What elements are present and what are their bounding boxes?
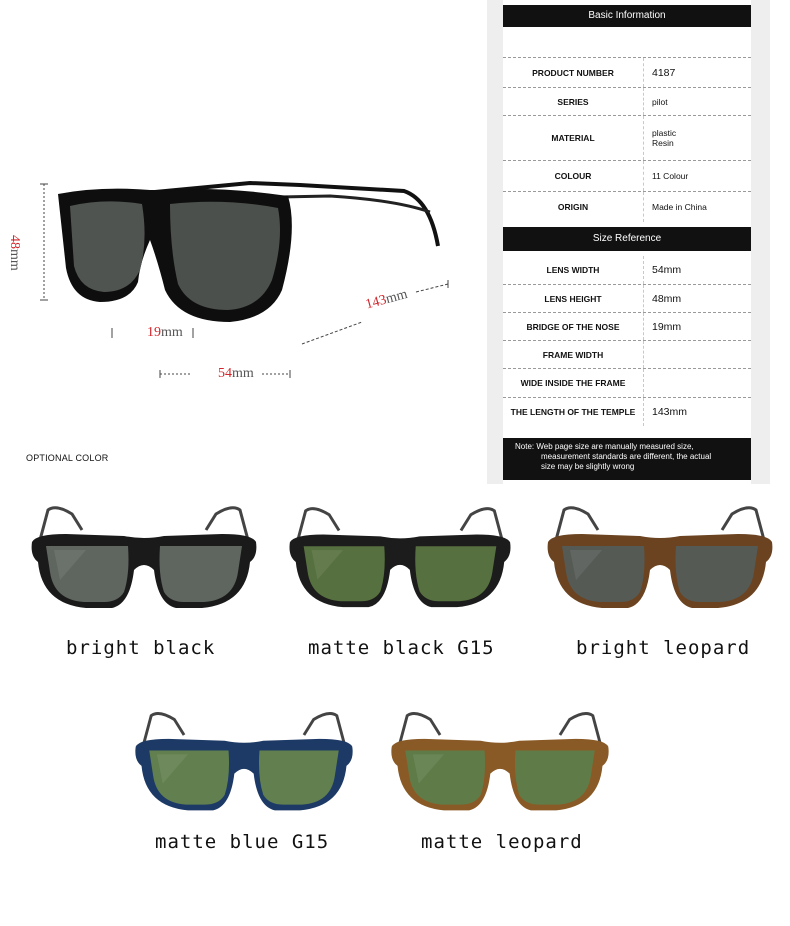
row-label: COLOUR [554, 171, 592, 181]
basic-info-table: PRODUCT NUMBER 4187 SERIES pilot MATERIA… [503, 57, 751, 222]
row-label: WIDE INSIDE THE FRAME [520, 378, 626, 388]
row-value [643, 369, 751, 397]
bridge-dimension-label: 19mm [147, 325, 183, 340]
table-row: COLOUR 11 Colour [503, 161, 751, 192]
row-label: MATERIAL [551, 133, 595, 143]
right-temple [204, 506, 250, 541]
size-reference-header: Size Reference [503, 227, 751, 251]
left-temple [296, 507, 341, 541]
table-row: MATERIAL plastic Resin [503, 116, 751, 161]
lens-glare [413, 754, 444, 784]
left-lens [303, 546, 385, 602]
table-row: THE LENGTH OF THE TEMPLE 143mm [503, 398, 751, 426]
right-lens [159, 546, 242, 602]
table-row: LENS HEIGHT 48mm [503, 285, 751, 313]
lens-dimension-label: 54mm [218, 366, 254, 381]
right-temple [302, 712, 346, 746]
lens-glare [157, 754, 188, 784]
color-option-matte-leopard[interactable] [382, 706, 618, 822]
row-label: SERIES [557, 96, 589, 107]
right-lens [258, 750, 339, 805]
table-row: PRODUCT NUMBER 4187 [503, 58, 751, 88]
color-label: matte blue G15 [155, 831, 330, 853]
color-option-bright-leopard[interactable] [540, 500, 780, 620]
right-temple [459, 507, 504, 541]
row-value: plastic Resin [643, 116, 751, 160]
table-row: FRAME WIDTH [503, 341, 751, 369]
lens-glare [570, 550, 602, 580]
material-value-line1: plastic [652, 128, 677, 138]
left-lens [562, 546, 645, 602]
left-temple [554, 506, 600, 541]
row-value: pilot [643, 88, 751, 115]
row-label: LENS WIDTH [546, 265, 600, 275]
note-line: measurement standards are different, the… [541, 452, 712, 461]
color-label: bright leopard [576, 637, 751, 659]
color-label: matte black G15 [308, 637, 495, 659]
measurement-note: Note: Web page size are manually measure… [503, 438, 751, 480]
row-value [643, 341, 751, 368]
right-temple [558, 712, 602, 746]
row-value: 4187 [643, 58, 751, 87]
left-temple [398, 712, 442, 746]
row-value: 143mm [643, 398, 751, 426]
sunglasses-image [31, 506, 257, 608]
left-temple [38, 506, 84, 541]
color-option-matte-black-g15[interactable] [284, 500, 516, 620]
sunglasses-image [391, 712, 609, 811]
dimension-diagram: 48mm 19mm 54mm 143mm [0, 0, 480, 440]
sunglasses-image [135, 712, 353, 811]
optional-color-heading: OPTIONAL COLOR [26, 453, 109, 463]
note-line: Note: Web page size are manually measure… [515, 442, 694, 451]
note-line: size may be slightly wrong [541, 462, 635, 471]
color-label: matte leopard [421, 831, 583, 853]
table-row: ORIGIN Made in China [503, 192, 751, 222]
spec-panel: Basic Information PRODUCT NUMBER 4187 SE… [487, 0, 770, 484]
row-value: 48mm [643, 285, 751, 312]
material-value-line2: Resin [652, 138, 674, 148]
row-label: LENS HEIGHT [544, 293, 602, 304]
color-option-matte-blue-g15[interactable] [126, 706, 362, 822]
left-lens [149, 750, 230, 805]
color-label: bright black [66, 637, 216, 659]
right-temple [720, 506, 766, 541]
right-lens [675, 546, 758, 602]
left-lens [405, 750, 486, 805]
lens-glare [311, 550, 343, 580]
right-lens [514, 750, 595, 805]
table-row: WIDE INSIDE THE FRAME [503, 369, 751, 398]
row-value: 54mm [643, 256, 751, 284]
row-label: FRAME WIDTH [542, 349, 604, 360]
lens-glare [54, 550, 86, 580]
height-dimension-label: 48mm [7, 235, 22, 271]
table-row: LENS WIDTH 54mm [503, 256, 751, 285]
sunglasses-image [547, 506, 773, 608]
row-value: Made in China [643, 192, 751, 222]
size-reference-table: LENS WIDTH 54mm LENS HEIGHT 48mm BRIDGE … [503, 256, 751, 426]
table-row: BRIDGE OF THE NOSE 19mm [503, 313, 751, 341]
row-label: BRIDGE OF THE NOSE [526, 321, 620, 332]
row-label: PRODUCT NUMBER [532, 67, 614, 78]
basic-info-header: Basic Information [503, 5, 751, 27]
row-value: 19mm [643, 313, 751, 340]
sunglasses-image [289, 507, 511, 608]
row-label: ORIGIN [557, 202, 589, 212]
left-temple [142, 712, 186, 746]
color-option-bright-black[interactable] [26, 500, 262, 620]
left-lens [46, 546, 129, 602]
sunglasses-side-view-image [40, 180, 449, 378]
table-row: SERIES pilot [503, 88, 751, 116]
row-value: 11 Colour [643, 161, 751, 191]
row-label: THE LENGTH OF THE TEMPLE [510, 407, 636, 417]
right-lens [415, 546, 497, 602]
